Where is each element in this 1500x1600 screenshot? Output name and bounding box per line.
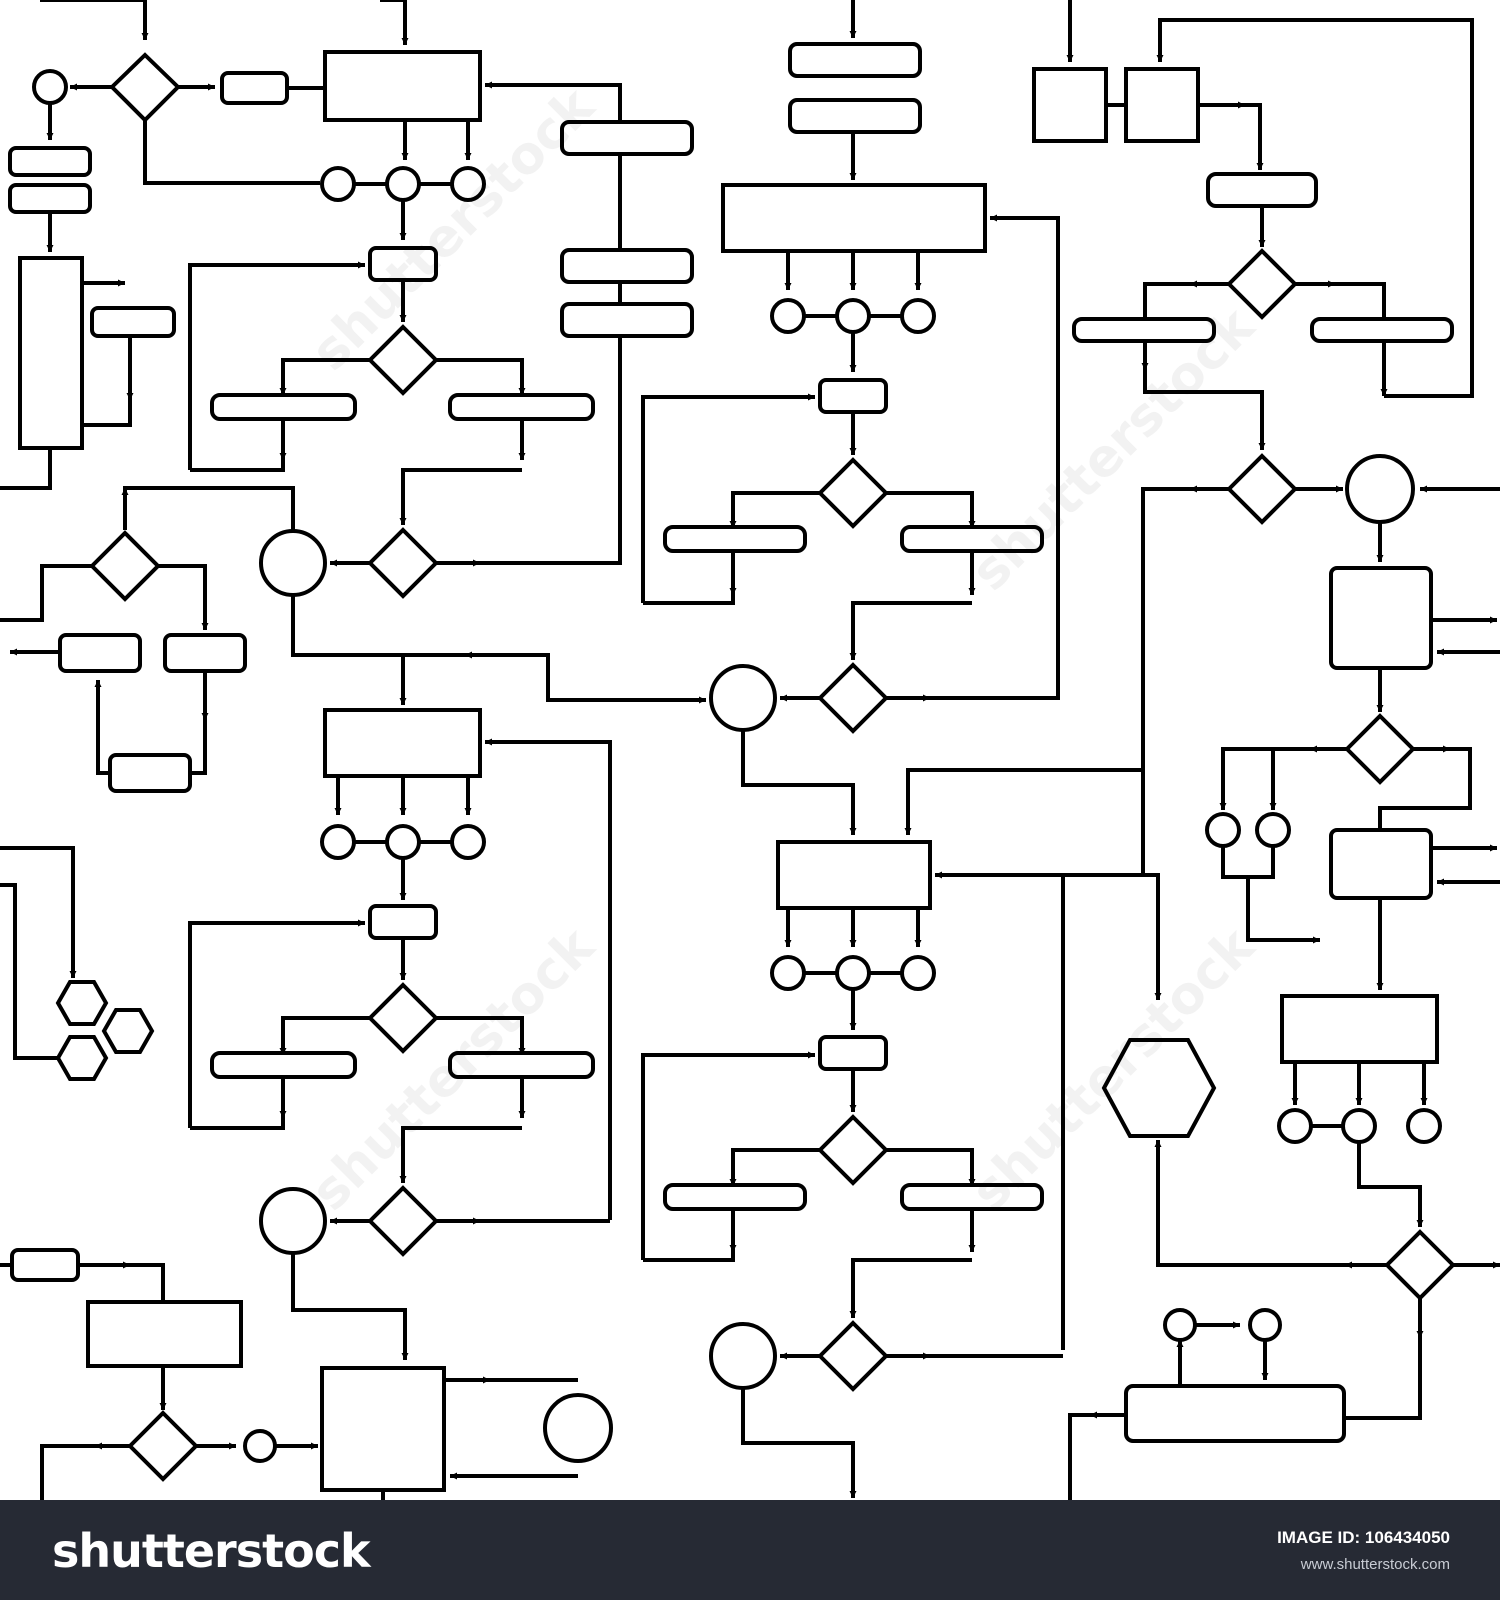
flow-block-middle-left <box>0 595 700 1257</box>
flowchart-svg <box>0 0 1500 1500</box>
flow-block-right <box>904 0 1500 1500</box>
brand-logo: shutterstock <box>52 1524 371 1578</box>
image-id-label: IMAGE ID: 106434050 <box>1277 1528 1450 1547</box>
flow-block-bottom-left <box>0 1248 613 1500</box>
flow-block-top-left <box>0 0 694 793</box>
flowchart-pattern: shutterstock shutterstock shutterstock s… <box>0 0 1500 1500</box>
footer-bar: shutterstock IMAGE ID: 106434050 www.shu… <box>0 1500 1500 1600</box>
flow-block-center <box>641 0 1162 1498</box>
site-url: www.shutterstock.com <box>1300 1556 1450 1573</box>
